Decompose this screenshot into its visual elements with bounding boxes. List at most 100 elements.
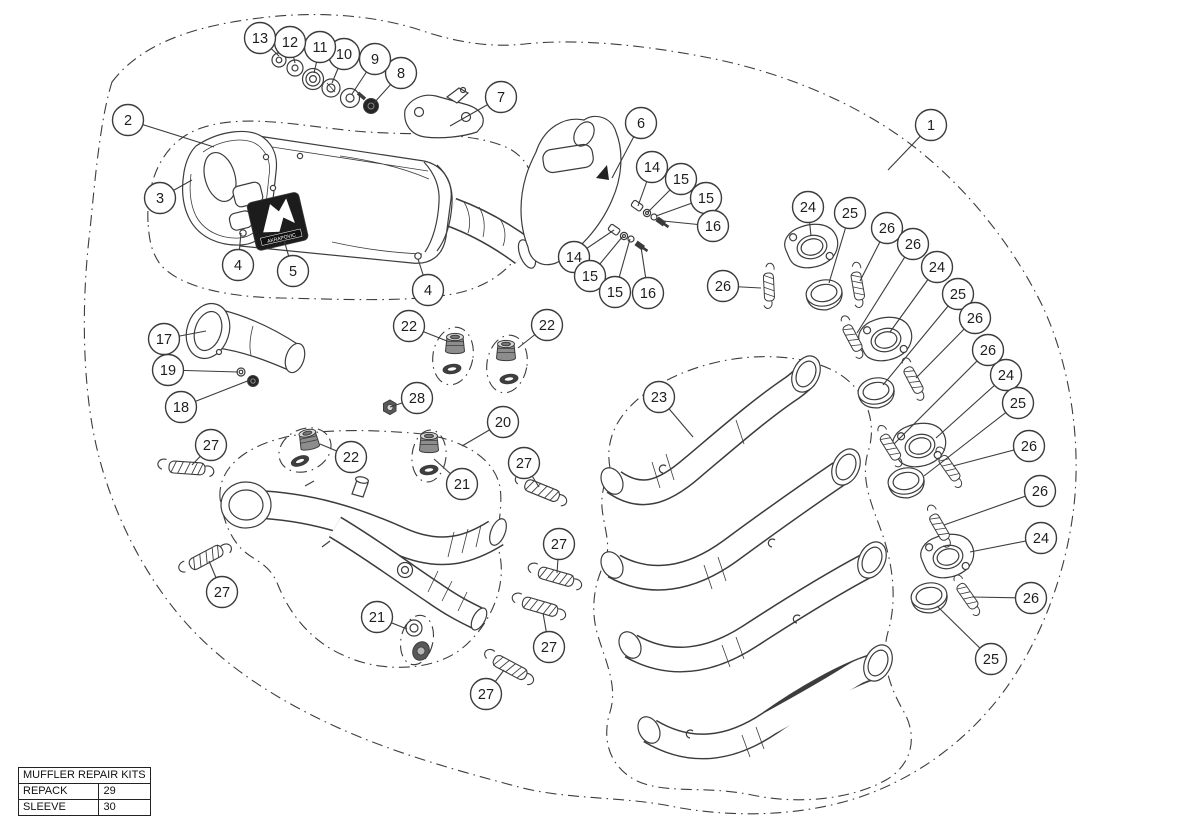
callout-27: 27 [205, 560, 239, 609]
spring-27 [509, 591, 569, 622]
svg-text:3: 3 [156, 191, 164, 207]
callout-27: 27 [507, 446, 541, 488]
svg-text:11: 11 [312, 40, 327, 56]
svg-text:9: 9 [371, 52, 379, 68]
callout-26: 26 [943, 474, 1057, 526]
exhaust-flange-24 [780, 218, 844, 274]
callout-26: 26 [856, 227, 930, 334]
outer-kit-boundary [83, 14, 1077, 815]
gasket-ring-25 [803, 276, 846, 314]
spring-27 [525, 561, 585, 592]
callout-7: 7 [449, 80, 518, 127]
svg-text:27: 27 [516, 456, 532, 472]
callout-16: 16 [662, 209, 730, 243]
spring-26 [761, 262, 777, 310]
callout-15: 15 [598, 238, 632, 309]
washer-9 [339, 87, 361, 109]
svg-text:18: 18 [173, 400, 189, 416]
svg-text:26: 26 [1023, 591, 1039, 607]
svg-text:22: 22 [343, 450, 359, 466]
callout-18: 18 [164, 379, 251, 424]
callout-26: 26 [971, 581, 1048, 615]
svg-text:27: 27 [541, 640, 557, 656]
svg-text:21: 21 [454, 477, 470, 493]
collector-assembly [220, 476, 507, 631]
svg-text:27: 27 [478, 687, 494, 703]
sensor-plug-22 [496, 339, 516, 362]
svg-text:14: 14 [644, 160, 660, 176]
sensor-group-ellipse [432, 326, 474, 386]
callout-22: 22 [319, 440, 368, 474]
svg-text:15: 15 [582, 269, 598, 285]
sensor-gasket-21 [418, 463, 440, 477]
svg-text:4: 4 [424, 283, 432, 299]
callout-24: 24 [969, 521, 1058, 555]
callout-26: 26 [893, 333, 1005, 445]
spring-27 [156, 458, 215, 478]
sensor-plug-22 [296, 427, 321, 452]
svg-text:22: 22 [401, 319, 417, 335]
callout-11: 11 [303, 30, 337, 74]
table-row: REPACK 29 [17, 783, 151, 800]
muffler-repair-kits-table: MUFFLER REPAIR KITS REPACK 29 SLEEVE 30 [17, 767, 151, 816]
callout-21: 21 [360, 600, 408, 634]
svg-text:25: 25 [950, 287, 966, 303]
svg-text:15: 15 [698, 191, 714, 207]
callout-12: 12 [273, 25, 307, 64]
callout-26: 26 [859, 211, 904, 282]
svg-text:10: 10 [336, 47, 352, 63]
callout-24: 24 [935, 358, 1023, 439]
svg-text:1: 1 [927, 118, 935, 134]
kit-number: 30 [98, 799, 151, 816]
gasket-ring-25 [908, 579, 951, 617]
svg-text:24: 24 [929, 260, 945, 276]
callout-21: 21 [433, 458, 479, 501]
callout-2: 2 [111, 103, 215, 148]
svg-text:16: 16 [705, 219, 721, 235]
callout-1: 1 [887, 108, 948, 171]
svg-text:4: 4 [234, 258, 242, 274]
repair-kits-title: MUFFLER REPAIR KITS [18, 767, 151, 784]
svg-text:7: 7 [497, 90, 505, 106]
callout-14: 14 [635, 150, 669, 207]
callout-22: 22 [517, 308, 564, 349]
callout-25: 25 [828, 196, 867, 284]
kit-number: 29 [98, 783, 151, 800]
end-cap-bolt [414, 252, 422, 260]
gasket-ring-25 [855, 374, 898, 412]
kit-label: REPACK [17, 783, 100, 800]
svg-text:8: 8 [397, 66, 405, 82]
sensor-plug-22 [445, 332, 465, 355]
callout-4: 4 [221, 232, 255, 282]
bolt-group-ellipse [399, 614, 435, 666]
svg-text:26: 26 [905, 237, 921, 253]
muffler-assembly: AKRAPOVIC [182, 130, 537, 269]
gasket-ring-25 [885, 464, 928, 502]
cap-bolts-18-19 [236, 367, 259, 387]
callout-15: 15 [655, 181, 723, 217]
spring-26 [847, 261, 869, 309]
table-row: SLEEVE 30 [17, 799, 151, 816]
callout-25: 25 [923, 386, 1035, 477]
svg-text:24: 24 [1033, 531, 1049, 547]
fastener-set-lower [607, 223, 649, 253]
callout-8: 8 [373, 56, 418, 104]
svg-text:25: 25 [983, 652, 999, 668]
fastener-washer-stack [271, 52, 379, 114]
svg-text:14: 14 [566, 250, 582, 266]
spring-26 [948, 572, 986, 618]
callout-27: 27 [191, 428, 228, 466]
svg-text:27: 27 [214, 585, 230, 601]
svg-text:24: 24 [800, 200, 816, 216]
callout-4: 4 [411, 258, 445, 307]
svg-text:6: 6 [637, 116, 645, 132]
svg-text:26: 26 [980, 343, 996, 359]
header-pipes [600, 355, 893, 760]
fastener-set-upper [630, 199, 670, 229]
sensor-group-ellipse [486, 334, 528, 394]
callout-24: 24 [889, 250, 954, 333]
svg-text:2: 2 [124, 113, 132, 129]
svg-text:19: 19 [160, 363, 176, 379]
callout-23: 23 [642, 380, 694, 438]
callout-19: 19 [151, 353, 239, 387]
